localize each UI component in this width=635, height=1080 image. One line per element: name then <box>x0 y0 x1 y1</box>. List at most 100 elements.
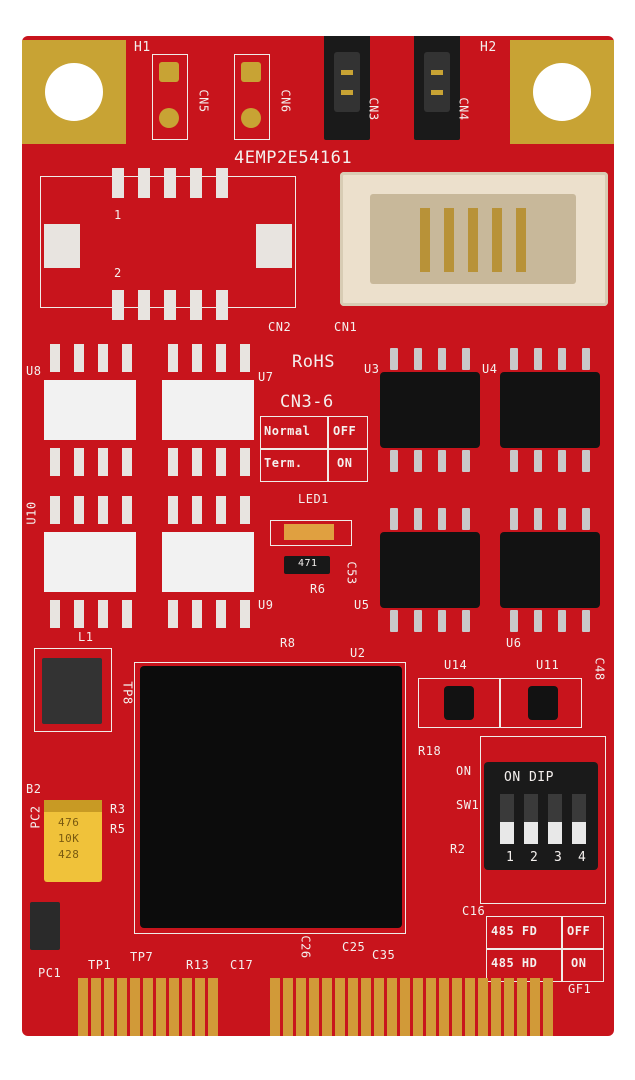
dip-on-label: ON DIP <box>504 770 554 785</box>
cn3-6-title: CN3-6 <box>280 392 334 412</box>
dip-lever-knob <box>548 822 562 844</box>
optocoupler-pin <box>122 448 132 476</box>
label-c25: C25 <box>342 940 366 954</box>
cn5-pad-1 <box>159 62 179 82</box>
optocoupler-pin <box>74 448 84 476</box>
rohs-mark: RoHS <box>292 352 335 372</box>
edge-finger <box>543 978 553 1036</box>
label-u11: U11 <box>536 658 560 672</box>
jumper-cn3[interactable] <box>324 36 370 140</box>
soic-pin <box>534 610 542 632</box>
edge-finger <box>452 978 462 1036</box>
edge-finger <box>491 978 501 1036</box>
label-u5: U5 <box>354 598 370 612</box>
cn2-pin-top <box>190 168 202 198</box>
label-r8: R8 <box>280 636 296 650</box>
optocoupler-pin <box>122 344 132 372</box>
label-gf1: GF1 <box>568 982 592 996</box>
cn6-pad-1 <box>241 62 261 82</box>
edge-finger <box>91 978 101 1036</box>
edge-finger <box>296 978 306 1036</box>
label-h1: H1 <box>134 40 151 55</box>
u11-outline <box>500 678 582 728</box>
optocoupler-pin <box>168 600 178 628</box>
optocoupler-pin <box>240 448 250 476</box>
label-tp1: TP1 <box>88 958 112 972</box>
label-u9: U9 <box>258 598 274 612</box>
cn6-outline <box>234 54 270 140</box>
label-tp7: TP7 <box>130 950 154 964</box>
cn6-pad-2 <box>241 108 261 128</box>
optocoupler-pin <box>50 600 60 628</box>
soic-pin <box>462 348 470 370</box>
edge-finger <box>130 978 140 1036</box>
dip-lever-knob <box>524 822 538 844</box>
soic-chip <box>500 532 600 608</box>
edge-finger <box>400 978 410 1036</box>
label-pc1: PC1 <box>38 966 62 980</box>
label-cn5: CN5 <box>196 89 211 113</box>
label-u3: U3 <box>364 362 380 376</box>
edge-finger <box>478 978 488 1036</box>
chip-u11 <box>528 686 558 720</box>
soic-pin <box>390 610 398 632</box>
u14-outline <box>418 678 500 728</box>
chip-u14 <box>444 686 474 720</box>
mounting-pad-right <box>510 40 614 144</box>
soic-pin <box>390 450 398 472</box>
soic-chip <box>500 372 600 448</box>
edge-finger <box>78 978 88 1036</box>
jumper-cn4[interactable] <box>414 36 460 140</box>
label-c48: C48 <box>592 657 607 681</box>
optocoupler-pin <box>122 496 132 524</box>
edge-finger <box>309 978 319 1036</box>
part-number: 4EMP2E54161 <box>234 148 353 168</box>
optocoupler-pin <box>192 344 202 372</box>
edge-finger <box>169 978 179 1036</box>
edge-finger <box>530 978 540 1036</box>
soic-pin <box>462 610 470 632</box>
soic-chip <box>380 532 480 608</box>
edge-finger <box>361 978 371 1036</box>
dip-num-2: 2 <box>530 850 539 865</box>
dip-lever-knob <box>500 822 514 844</box>
cell-485-hd-state: ON <box>571 956 587 970</box>
cn1-pin <box>492 208 502 272</box>
soic-pin <box>390 348 398 370</box>
cn2-mount-pad-right <box>256 224 292 268</box>
soic-pin <box>510 348 518 370</box>
soic-pin <box>558 348 566 370</box>
led1 <box>284 524 334 540</box>
optocoupler-pin <box>216 496 226 524</box>
label-u7: U7 <box>258 370 274 384</box>
optocoupler-pin <box>98 448 108 476</box>
l1-outline <box>34 648 112 732</box>
cell-485-fd-state: OFF <box>567 924 591 938</box>
soic-pin <box>414 450 422 472</box>
edge-finger <box>465 978 475 1036</box>
label-c35: C35 <box>372 948 396 962</box>
cn5-pad-2 <box>159 108 179 128</box>
connector-cn1[interactable] <box>340 172 608 306</box>
label-c53: C53 <box>344 561 359 585</box>
optocoupler-pin <box>168 344 178 372</box>
label-sw1: SW1 <box>456 798 480 812</box>
edge-finger <box>283 978 293 1036</box>
tantalum-capacitor: 476 10K 428 <box>44 800 102 882</box>
rs485-table: 485 FD OFF 485 HD ON <box>486 916 604 982</box>
cn2-pin-top <box>138 168 150 198</box>
edge-finger <box>270 978 280 1036</box>
label-cn6: CN6 <box>278 89 293 113</box>
edge-finger <box>182 978 192 1036</box>
dip-switch-sw1[interactable]: ON DIP 1 2 3 4 <box>484 762 598 870</box>
optocoupler-pin <box>50 496 60 524</box>
label-r6: R6 <box>310 582 326 596</box>
soic-pin <box>558 610 566 632</box>
label-r3: R3 <box>110 802 126 816</box>
soic-pin <box>438 610 446 632</box>
label-u6: U6 <box>506 636 522 650</box>
label-u10: U10 <box>24 501 39 525</box>
u2-outline <box>134 662 406 934</box>
soic-pin <box>582 610 590 632</box>
optocoupler-pin <box>192 448 202 476</box>
